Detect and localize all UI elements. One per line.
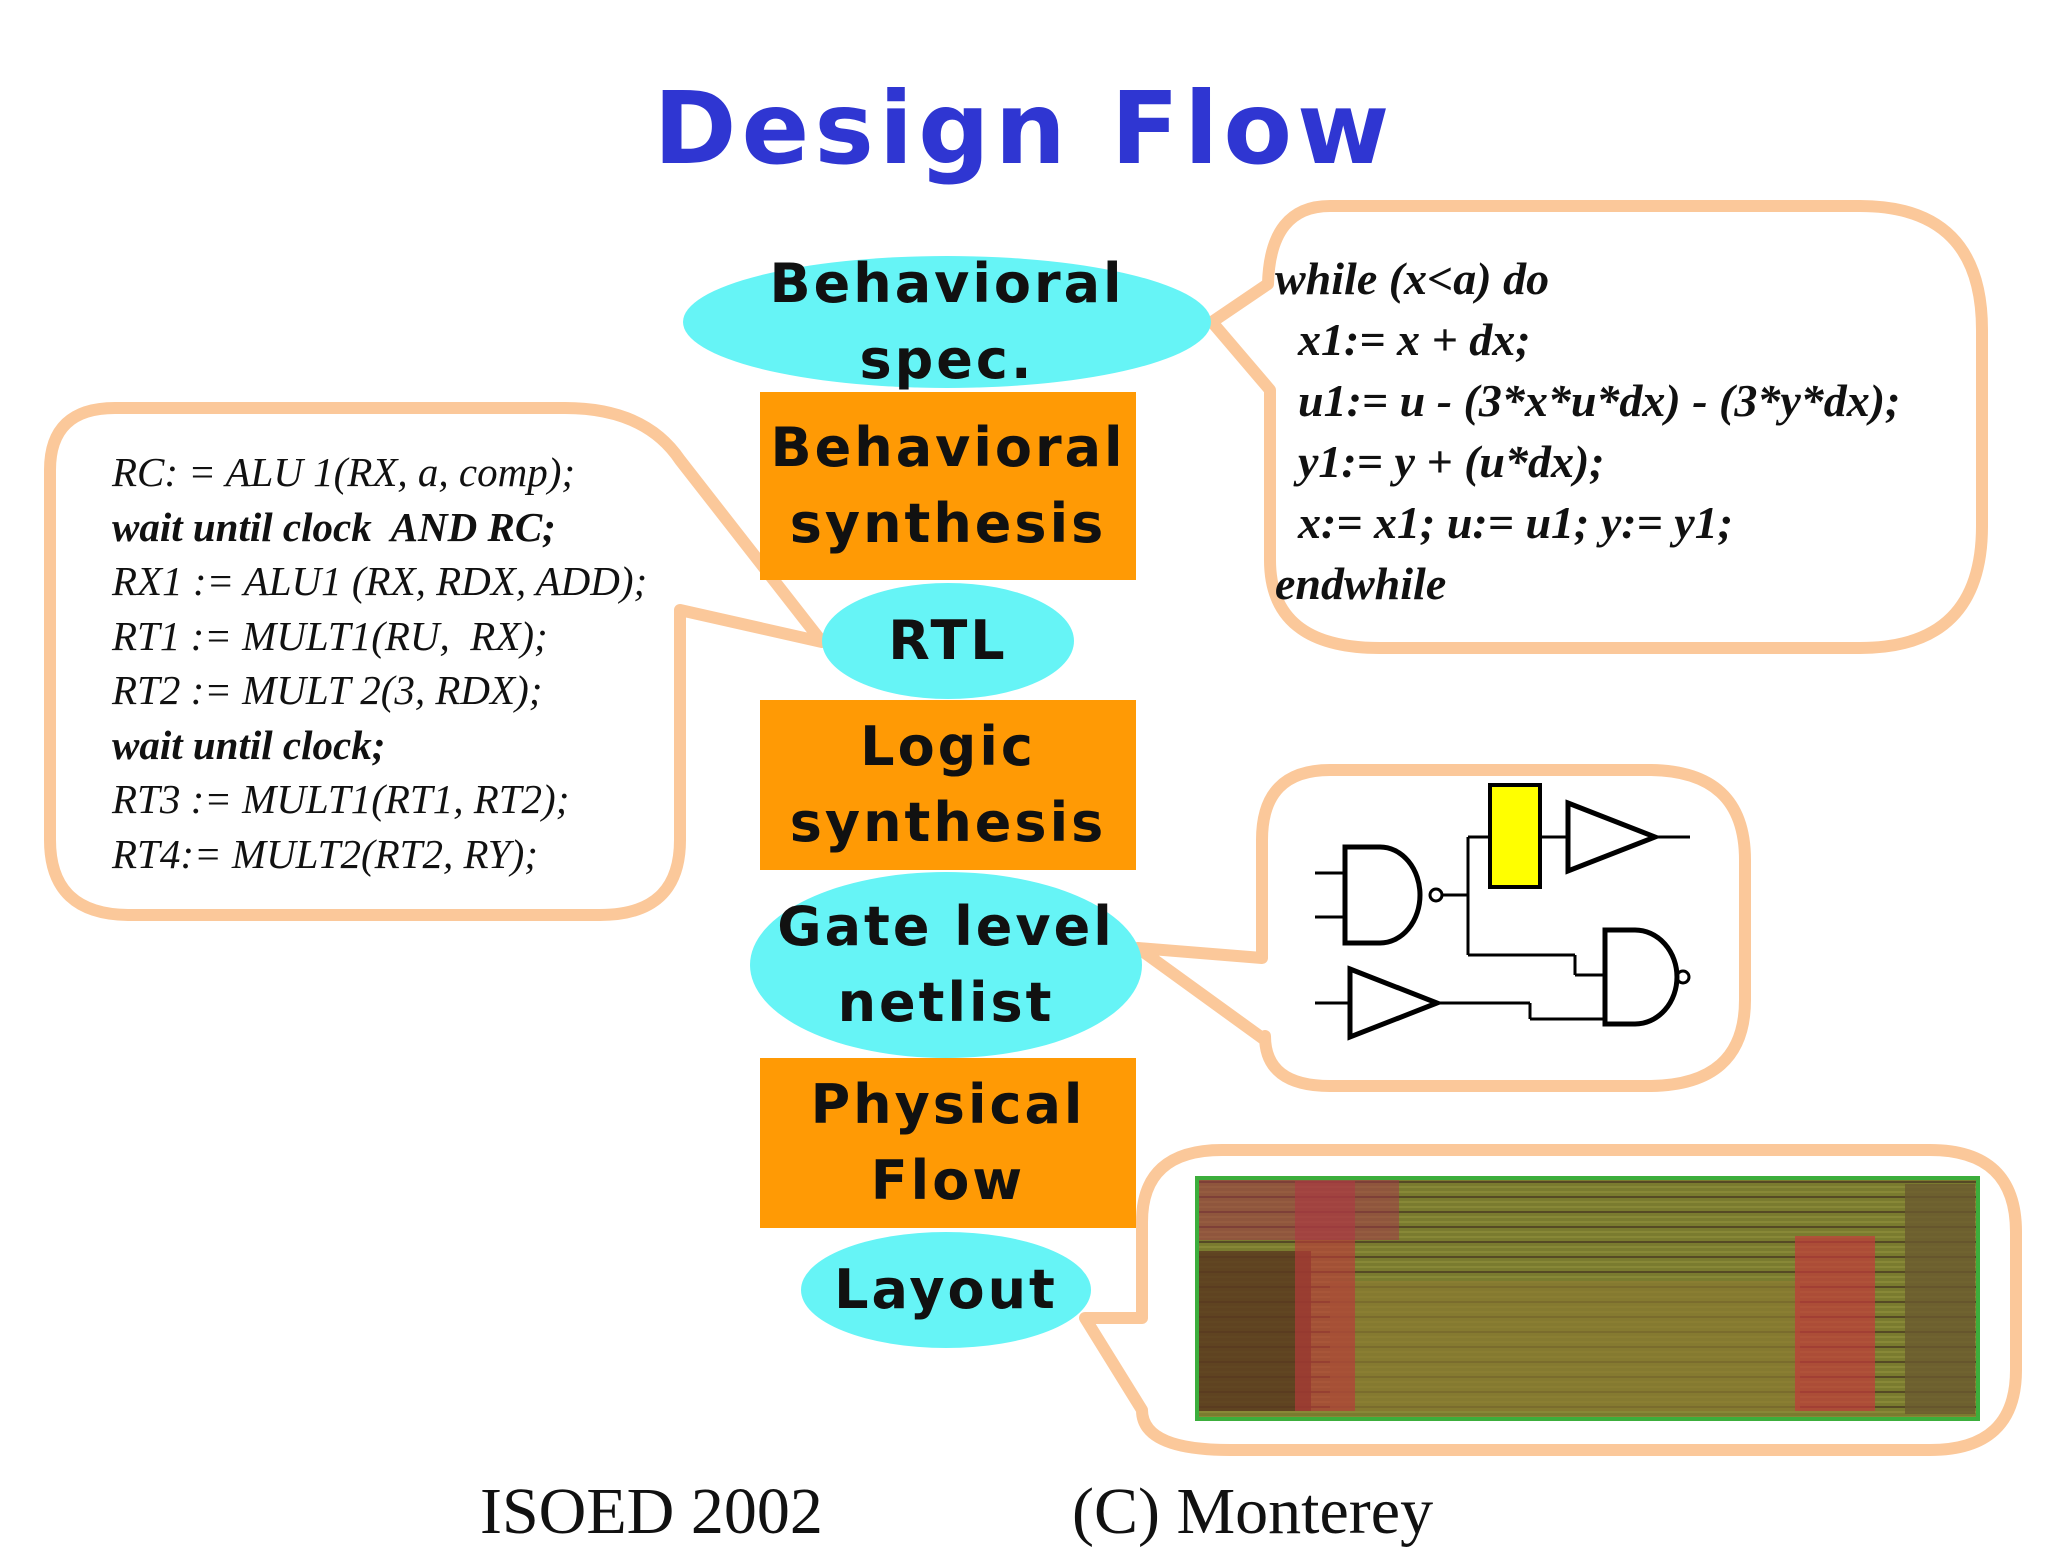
rtl-code-line: RT2 := MULT 2(3, RDX); [112, 667, 543, 713]
footer-left: ISOED 2002 [480, 1475, 823, 1548]
behavioral-code: while (x<a) do x1:= x + dx; u1:= u - (3*… [1275, 248, 1900, 614]
behavioral-code-line: x:= x1; u:= u1; y:= y1; [1275, 497, 1734, 548]
chip-block-left [1199, 1251, 1311, 1411]
latch-block [1488, 783, 1542, 889]
chip-border [1195, 1176, 1980, 1421]
physical-flow-box: Physical Flow [760, 1058, 1136, 1228]
gate-level-netlist-line-1: Gate level [777, 895, 1115, 958]
rtl-code-callout [44, 402, 828, 921]
behavioral-synthesis-box: Behavioral synthesis [760, 392, 1136, 580]
rtl-code-line: wait until clock; [112, 721, 386, 768]
chip-block-right [1905, 1184, 1975, 1414]
rtl-code-line: RT3 := MULT1(RT1, RT2); [112, 776, 570, 822]
chip-red-area-2 [1795, 1236, 1875, 1411]
behavioral-code-callout [1206, 200, 1988, 654]
gate-level-netlist-line-2: netlist [837, 971, 1055, 1034]
footer-right: (C) Monterey [1072, 1475, 1434, 1548]
behavioral-synthesis-line-1: Behavioral [770, 416, 1126, 479]
layout-label: Layout [834, 1258, 1058, 1321]
behavioral-synthesis-line-2: synthesis [789, 492, 1107, 555]
slide-title: Design Flow [653, 70, 1395, 187]
and-gate-1 [1342, 844, 1423, 946]
gate-netlist-callout [1132, 764, 1751, 1092]
rtl-code-line: wait until clock AND RC; [112, 503, 556, 550]
behavioral-code-line: endwhile [1275, 558, 1447, 609]
buffer-gate-2 [1347, 965, 1444, 1041]
layout-chip-image [1195, 1176, 1980, 1421]
logic-synthesis-line-1: Logic [860, 715, 1036, 778]
logic-synthesis-box: Logic synthesis [760, 700, 1136, 870]
logic-synthesis-line-2: synthesis [789, 791, 1107, 854]
rtl-code-line: RX1 := ALU1 (RX, RDX, ADD); [112, 558, 648, 604]
layout-ellipse: Layout [801, 1232, 1091, 1348]
rtl-code-line: RT4:= MULT2(RT2, RY); [112, 830, 538, 877]
rtl-code-line: RC: = ALU 1(RX, a, comp); [112, 449, 576, 495]
rtl-code: RC: = ALU 1(RX, a, comp); wait until clo… [112, 445, 647, 881]
behavioral-spec-ellipse: Behavioral spec. [683, 252, 1211, 391]
behavioral-code-line: x1:= x + dx; [1275, 314, 1531, 365]
and-gate-2 [1602, 927, 1680, 1027]
buffer-gate-1 [1565, 799, 1662, 875]
physical-flow-line-1: Physical [810, 1073, 1086, 1136]
chip-red-area-3 [1199, 1180, 1399, 1240]
rtl-code-line: RT1 := MULT1(RU, RX); [112, 612, 548, 659]
behavioral-code-line: u1:= u - (3*x*u*dx) - (3*y*dx); [1275, 375, 1901, 426]
rtl-ellipse: RTL [822, 583, 1074, 699]
physical-flow-line-2: Flow [870, 1149, 1026, 1212]
gate-level-netlist-ellipse: Gate level netlist [750, 872, 1142, 1058]
behavioral-code-line: while (x<a) do [1275, 253, 1550, 304]
rtl-label: RTL [888, 609, 1008, 672]
gate-schematic [1315, 783, 1691, 1041]
behavioral-spec-label: Behavioral spec. [769, 252, 1125, 391]
chip-block-center [1330, 1281, 1800, 1411]
behavioral-code-line: y1:= y + (u*dx); [1275, 436, 1605, 487]
